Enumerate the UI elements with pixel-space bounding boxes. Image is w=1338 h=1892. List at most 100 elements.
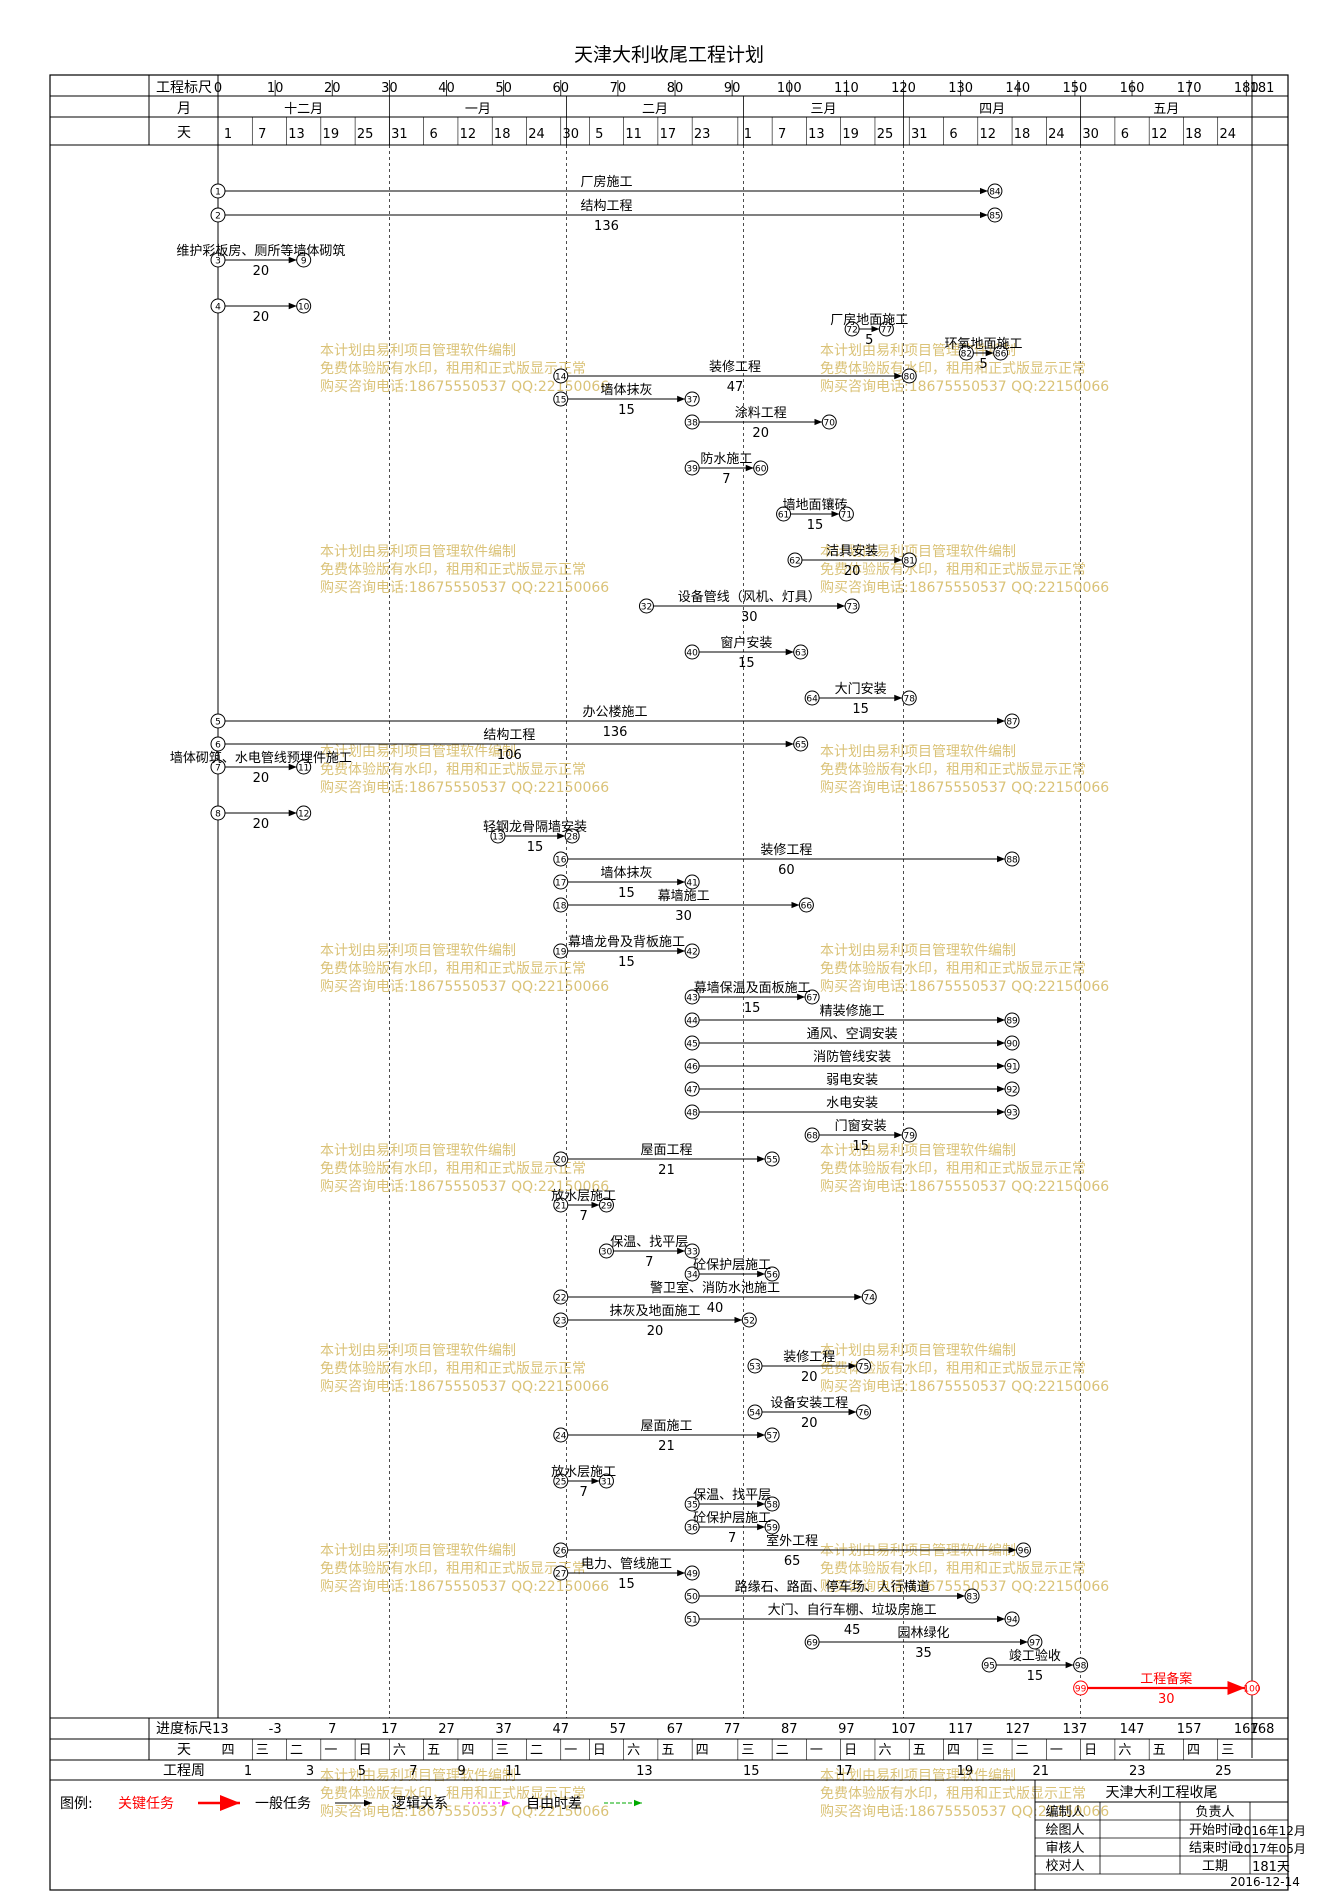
progress-tick-label: 77 (724, 1722, 741, 1737)
event-node (798, 897, 814, 913)
event-node (764, 1151, 780, 1167)
watermark-text: 本计划由易利项目管理软件编制 (320, 1768, 516, 1784)
week-number: 13 (636, 1764, 653, 1779)
event-node-number: 58 (766, 1501, 778, 1511)
weekday-label: 天 (177, 1742, 191, 1758)
weekday-cell: 三 (741, 1743, 754, 1758)
event-node (553, 943, 569, 959)
plan-date: 2016-12-14 (1230, 1875, 1300, 1889)
watermark-text: 购买咨询电话:18675550537 QQ:22150066 (320, 780, 609, 796)
event-node (764, 1519, 780, 1535)
event-node-number: 66 (801, 902, 813, 912)
month-name: 五月 (1153, 102, 1179, 117)
watermark-text: 购买咨询电话:18675550537 QQ:22150066 (820, 379, 1109, 395)
weekday-cell: 一 (324, 1743, 337, 1758)
legend-float-label: 自由时差 (526, 1796, 582, 1812)
week-label: 工程周 (163, 1763, 205, 1779)
event-node (638, 598, 654, 614)
event-node-number: 81 (904, 557, 915, 567)
progress-tick-label: 157 (1177, 1722, 1202, 1737)
event-node (553, 368, 569, 384)
event-node-number: 90 (1006, 1040, 1018, 1050)
event-node (821, 414, 837, 430)
watermark-text: 购买咨询电话:18675550537 QQ:22150066 (320, 379, 609, 395)
progress-tick-label: 137 (1062, 1722, 1087, 1737)
event-node-number: 11 (298, 764, 309, 774)
event-node (210, 252, 226, 268)
month-label: 月 (177, 101, 191, 117)
event-node-number: 79 (904, 1132, 916, 1142)
watermark-text: 免费体验版有水印，租用和正式版显示正常 (320, 961, 586, 977)
event-node-number: 68 (806, 1132, 818, 1142)
event-node (844, 321, 860, 337)
event-node-number: 14 (555, 373, 567, 383)
event-node-number: 10 (298, 303, 310, 313)
task-name: 维护彩板房、厕所等墙体砌筑 (176, 243, 345, 259)
event-node (684, 1588, 700, 1604)
task-name: 墙体抹灰 (600, 866, 652, 881)
event-node-number: 5 (215, 718, 221, 728)
day-number: 18 (1185, 127, 1202, 142)
event-node-number: 43 (686, 994, 697, 1004)
task-duration: 15 (618, 1577, 635, 1592)
event-node-number: 64 (806, 695, 818, 705)
task-duration: 60 (778, 863, 795, 878)
event-node-number: 37 (686, 396, 697, 406)
week-number: 11 (505, 1764, 522, 1779)
event-node-number: 22 (555, 1294, 566, 1304)
task-duration: 20 (253, 310, 270, 325)
day-number: 25 (357, 127, 374, 142)
weekday-cell: 二 (530, 1743, 543, 1758)
event-node-number: 61 (778, 511, 789, 521)
day-number: 1 (224, 127, 232, 142)
task-duration: 136 (603, 725, 628, 740)
day-number: 6 (949, 127, 957, 142)
event-node (856, 1358, 872, 1374)
task-name: 电力、管线施工 (581, 1557, 672, 1572)
event-node (901, 552, 917, 568)
task-name: 设备管线（风机、灯具） (678, 589, 821, 605)
event-node (1004, 851, 1020, 867)
watermark-text: 本计划由易利项目管理软件编制 (820, 943, 1016, 959)
task-duration: 15 (852, 702, 869, 717)
day-number: 30 (1082, 127, 1099, 142)
event-node (1027, 1634, 1043, 1650)
event-node (553, 874, 569, 890)
task-duration: 20 (647, 1324, 664, 1339)
task-duration: 30 (675, 909, 692, 924)
week-number: 3 (306, 1764, 314, 1779)
event-node-number: 4 (215, 303, 221, 313)
task-duration: 40 (707, 1301, 724, 1316)
event-node-number: 19 (555, 948, 567, 958)
watermark-text: 免费体验版有水印，租用和正式版显示正常 (820, 1561, 1086, 1577)
event-node-number: 34 (686, 1271, 698, 1281)
event-node (993, 345, 1009, 361)
event-node-number: 77 (881, 326, 892, 336)
weekday-cell: 日 (844, 1743, 857, 1758)
event-node (684, 1266, 700, 1282)
day-number: 31 (391, 127, 408, 142)
event-node-number: 51 (686, 1616, 697, 1626)
task-duration: 15 (1027, 1669, 1044, 1684)
progress-tick-label: -13 (207, 1722, 228, 1737)
watermark-text: 免费体验版有水印，租用和正式版显示正常 (820, 1786, 1086, 1802)
watermark-text: 免费体验版有水印，租用和正式版显示正常 (820, 762, 1086, 778)
progress-tick-label: -3 (269, 1722, 282, 1737)
event-node (553, 391, 569, 407)
event-node-number: 95 (983, 1662, 994, 1672)
event-node (296, 298, 312, 314)
event-node (553, 1197, 569, 1213)
event-node (901, 1127, 917, 1143)
event-node-number: 24 (555, 1432, 567, 1442)
event-node-number: 56 (766, 1271, 778, 1281)
watermark-text: 免费体验版有水印，租用和正式版显示正常 (320, 1161, 586, 1177)
task-name: 水电安装 (826, 1096, 878, 1111)
day-number: 5 (595, 127, 603, 142)
task-duration: 21 (658, 1163, 675, 1178)
task-duration: 20 (253, 817, 270, 832)
legend-normal-label: 一般任务 (255, 1796, 311, 1812)
day-number: 12 (980, 127, 997, 142)
watermark-text: 免费体验版有水印，租用和正式版显示正常 (320, 762, 586, 778)
